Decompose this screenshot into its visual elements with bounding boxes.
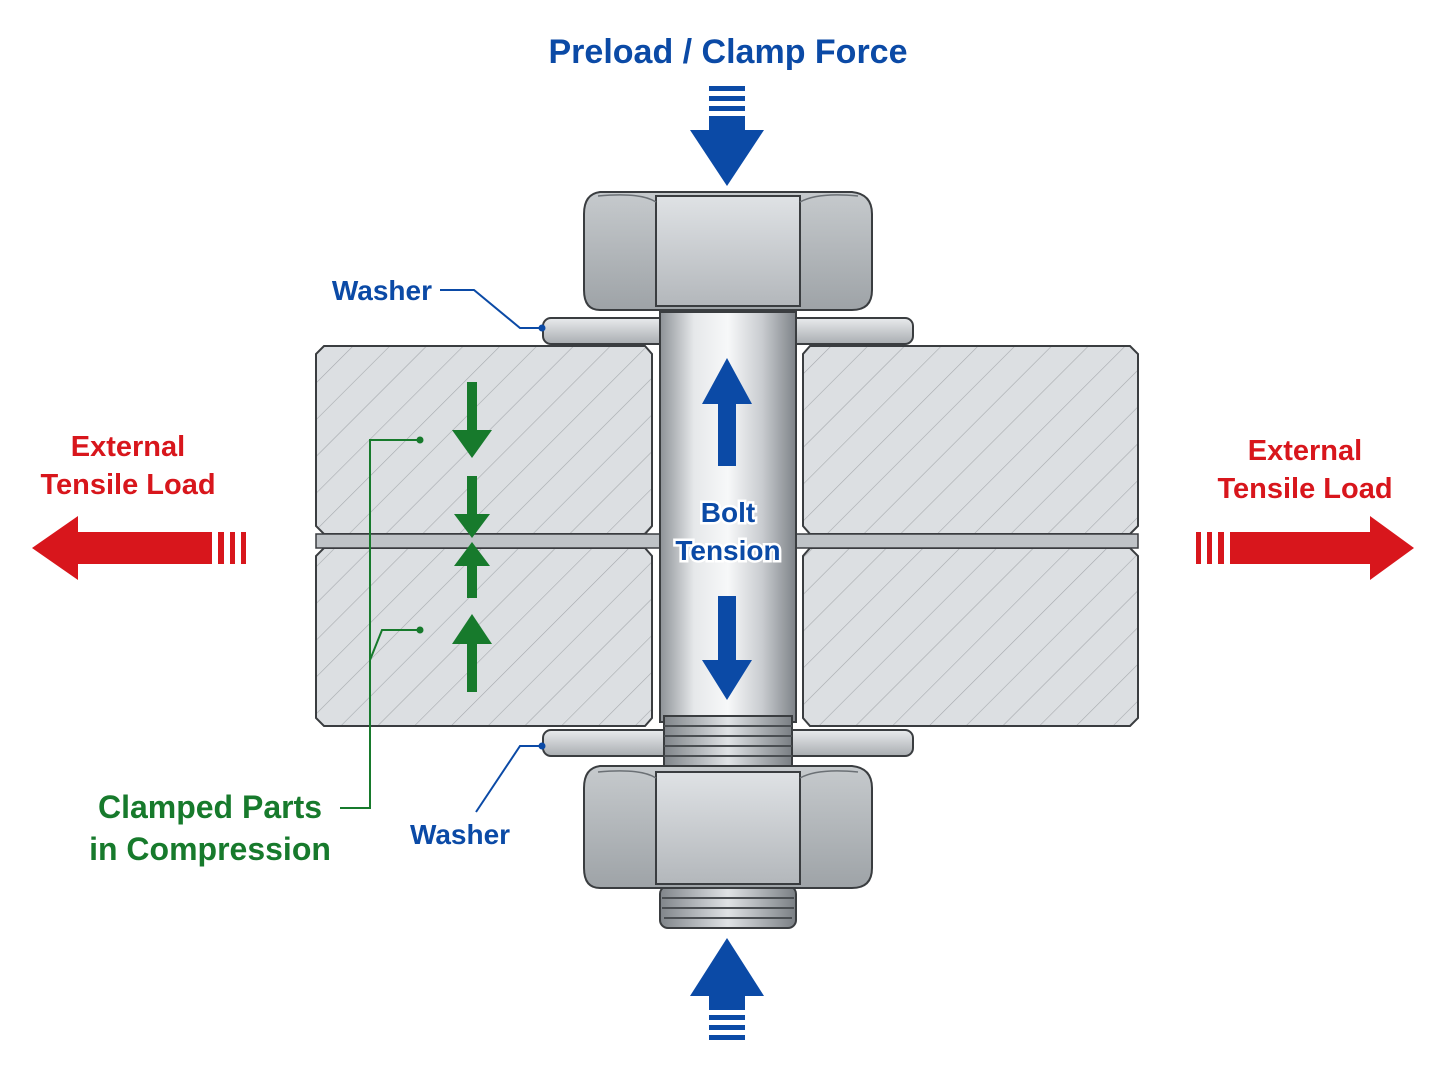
bolt-head [583, 191, 873, 311]
nut [583, 765, 873, 889]
preload-label: Preload / Clamp Force [549, 33, 908, 71]
external-load-left-line2: Tensile Load [40, 469, 215, 501]
bolt-thread-tip [659, 885, 797, 929]
external-load-arrow-left [32, 516, 246, 580]
clamped-parts-line1: Clamped Parts [98, 789, 322, 825]
washer-bottom-leader [475, 742, 546, 813]
washer-bottom-label: Washer [410, 819, 510, 850]
clamped-parts-line2: in Compression [89, 831, 331, 867]
external-load-left-line1: External [71, 431, 185, 463]
external-load-arrow-right [1196, 516, 1414, 580]
compression-arrows [452, 382, 492, 692]
bolt-threads [663, 715, 793, 767]
external-load-right-line2: Tensile Load [1217, 473, 1392, 505]
external-load-right-label: External Tensile Load [1217, 435, 1392, 505]
bolt-tension-arrow-down [702, 596, 752, 700]
bolt-tension-arrow-up [702, 358, 752, 466]
bolt-tension-label-line1: Bolt [701, 497, 755, 528]
bolt-tension-label-line2: Tension [675, 535, 780, 566]
external-load-right-line1: External [1248, 435, 1362, 467]
washer-top-leader [440, 289, 546, 332]
clamped-parts-label: Clamped Parts in Compression [89, 789, 331, 867]
bolt-tension-label: Bolt Tension [673, 495, 783, 569]
clamped-parts-leader [340, 436, 424, 809]
preload-arrow-top [690, 86, 764, 186]
external-load-left-label: External Tensile Load [40, 431, 215, 501]
preload-arrow-bottom [690, 938, 764, 1040]
washer-top-label: Washer [332, 275, 432, 306]
